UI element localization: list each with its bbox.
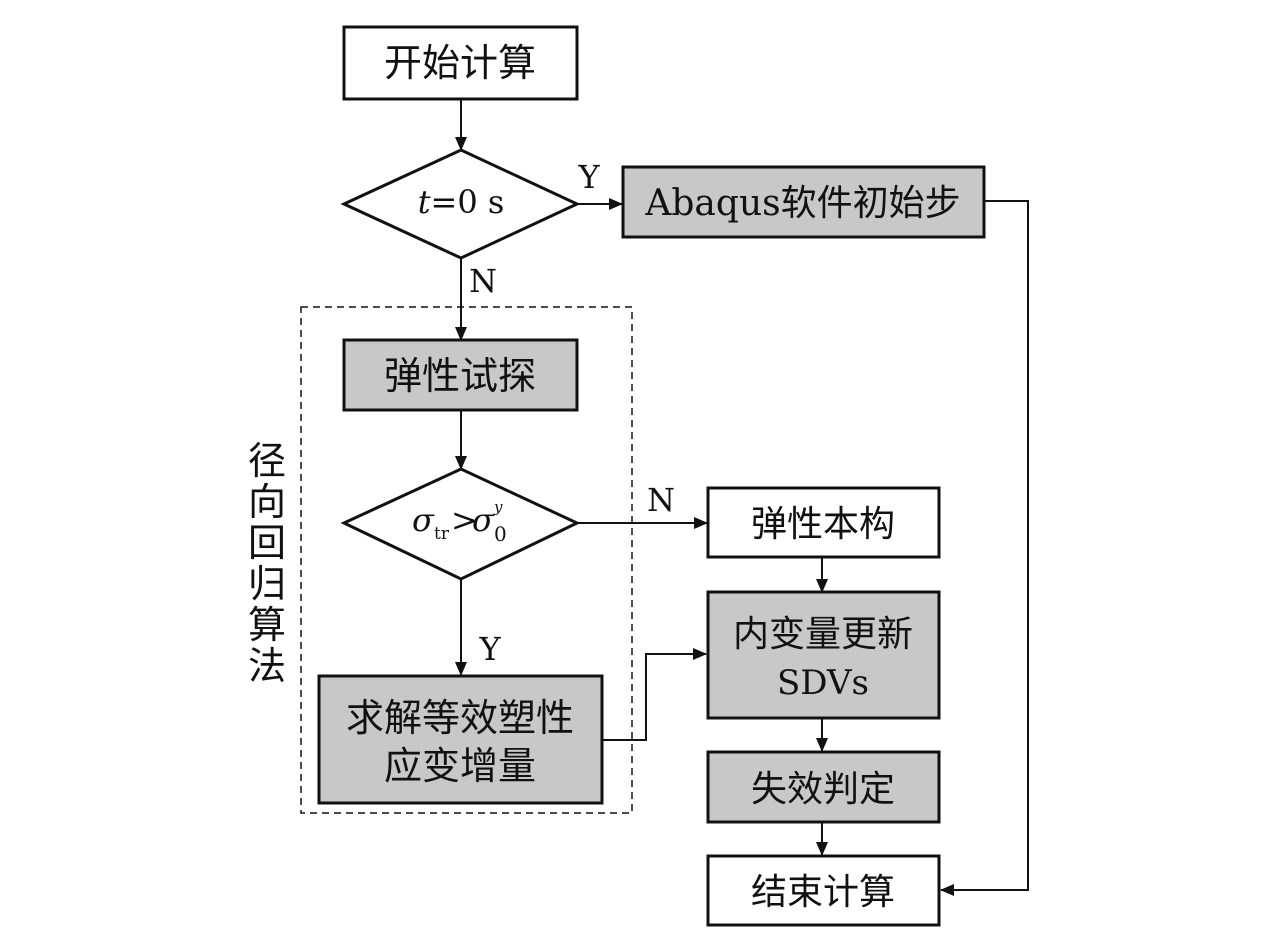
decision-time-rest: =0 s [431,183,505,221]
node-failure-check-label: 失效判定 [751,769,895,810]
edge-solve-to-update [603,648,707,741]
yield-sup-y: y [493,498,503,516]
node-elastic-trial: 弹性试探 [342,338,579,412]
yield-sigma-1: σ [412,501,435,539]
decision-time-zero: t=0 s [340,148,581,260]
node-update-sdv-line1: 内变量更新 [733,614,913,655]
node-start: 开始计算 [342,25,579,101]
group-label-char: 归 [248,562,286,606]
node-abaqus-init: Abaqus软件初始步 [621,165,986,239]
decision-yield: σ tr > σ y 0 [340,467,581,581]
node-solve-plastic-line1: 求解等效塑性 [346,696,574,740]
node-failure-check: 失效判定 [706,750,941,824]
decision-time-var: t [418,183,431,221]
node-start-label: 开始计算 [384,41,536,85]
edge-label-time-no: N [469,262,497,300]
node-end-label: 结束计算 [751,872,895,913]
yield-gt: > [451,501,478,539]
edge-abaqus-to-end [940,200,1029,896]
node-solve-plastic-line2: 应变增量 [384,744,536,788]
node-abaqus-init-label: Abaqus软件初始步 [644,183,960,224]
group-label-char: 法 [248,644,286,688]
node-elastic-trial-label: 弹性试探 [384,354,536,398]
svg-text:t=0 s: t=0 s [418,183,505,221]
edge-label-yield-no: N [647,481,675,519]
radial-return-group-border [300,306,633,814]
node-end: 结束计算 [706,854,941,927]
node-solve-plastic: 求解等效塑性 应变增量 [317,674,604,805]
yield-sub-0: 0 [494,522,507,546]
node-elastic-constitutive-label: 弹性本构 [751,504,895,545]
node-update-sdv-line2: SDVs [777,663,869,703]
edge-label-yield-yes: Y [478,630,501,668]
group-label-char: 回 [248,521,286,565]
group-label-char: 径 [248,439,286,483]
group-label-char: 算 [248,603,286,647]
node-update-sdv: 内变量更新 SDVs [706,590,941,720]
radial-return-group-label: 径 向 回 归 算 法 [248,439,286,688]
group-label-char: 向 [248,480,286,524]
node-elastic-constitutive: 弹性本构 [706,486,941,559]
edge-label-time-yes: Y [577,158,600,196]
yield-sub-tr: tr [434,524,450,544]
connectors [455,100,1029,896]
yield-sigma-2: σ [472,501,495,539]
